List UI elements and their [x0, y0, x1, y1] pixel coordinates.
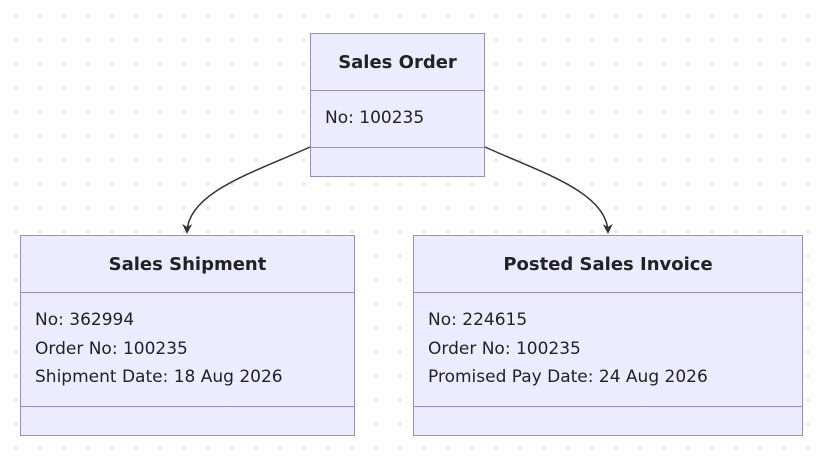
- class-title: Sales Shipment: [21, 236, 354, 293]
- attribute-no: No: 100235: [325, 108, 425, 128]
- class-sales-shipment[interactable]: Sales Shipment No: 362994 Order No: 1002…: [20, 235, 355, 436]
- class-posted-sales-invoice[interactable]: Posted Sales Invoice No: 224615 Order No…: [413, 235, 803, 436]
- attribute-promised-pay-date: Promised Pay Date: 24 Aug 2026: [428, 367, 708, 387]
- class-attributes: No: 100235: [311, 91, 484, 148]
- class-attributes: No: 362994 Order No: 100235 Shipment Dat…: [21, 293, 354, 407]
- class-sales-order[interactable]: Sales Order No: 100235: [310, 33, 485, 177]
- attribute-shipment-date: Shipment Date: 18 Aug 2026: [35, 367, 283, 387]
- class-title: Posted Sales Invoice: [414, 236, 802, 293]
- class-title: Sales Order: [311, 34, 484, 91]
- class-attributes: No: 224615 Order No: 100235 Promised Pay…: [414, 293, 802, 407]
- attribute-no: No: 224615: [428, 310, 528, 330]
- attribute-order-no: Order No: 100235: [428, 338, 581, 359]
- edge-sales-order-to-sales-shipment: [182, 146, 311, 234]
- edge-sales-order-to-posted-sales-invoice: [484, 146, 613, 234]
- attribute-order-no: Order No: 100235: [35, 338, 188, 359]
- attribute-no: No: 362994: [35, 310, 135, 330]
